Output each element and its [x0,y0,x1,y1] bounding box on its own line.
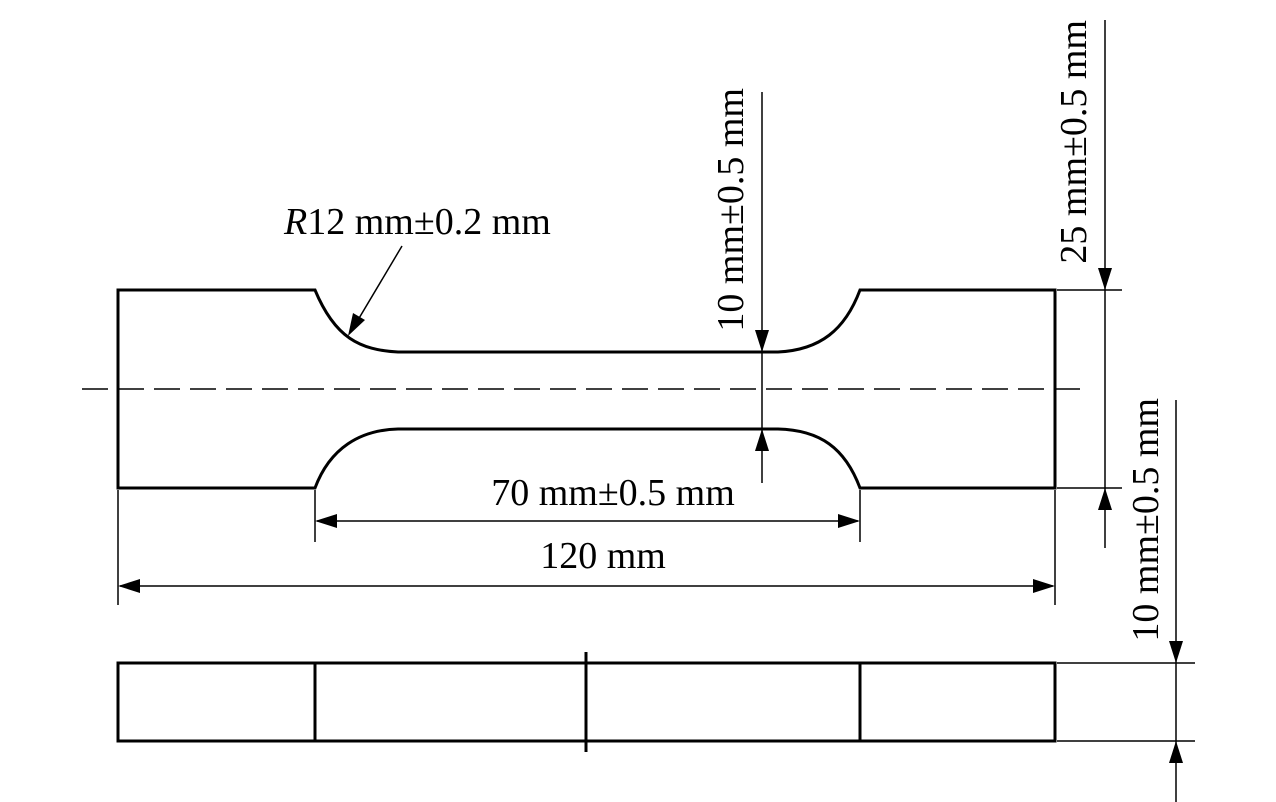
arrow-head [315,514,337,528]
arrow-head [755,330,769,352]
extension-lines [117,289,1195,742]
dimension-neck-length: 70 mm±0.5 mm [315,472,860,528]
arrow-head [118,579,140,593]
arrow-head [838,514,860,528]
plan-view [82,288,1085,490]
dimension-overall-width: 25 mm±0.5 mm [1053,20,1112,548]
arrow-head [1098,488,1112,510]
arrow-head [348,313,365,336]
neck-width-label: 10 mm±0.5 mm [710,88,752,332]
fillet-radius-symbol: R [283,201,307,243]
arrow-head [1169,641,1183,663]
overall-width-label: 25 mm±0.5 mm [1053,20,1095,264]
arrow-head [1033,579,1055,593]
side-view [116,652,1057,752]
dimension-thickness: 10 mm±0.5 mm [1125,398,1183,802]
dimension-fillet-radius: R12 mm±0.2 mm [283,201,551,336]
arrow-head [755,429,769,451]
fillet-radius-value: 12 mm±0.2 mm [307,201,551,243]
thickness-label: 10 mm±0.5 mm [1125,398,1167,642]
fillet-radius-label: R12 mm±0.2 mm [283,201,551,243]
specimen-outline-top [116,288,1057,490]
overall-length-label: 120 mm [540,535,666,577]
dimension-neck-width: 10 mm±0.5 mm [710,88,769,483]
dimension-overall-length: 120 mm [118,535,1055,593]
arrow-head [1098,268,1112,290]
arrow-head [1169,741,1183,763]
neck-length-label: 70 mm±0.5 mm [491,472,735,514]
